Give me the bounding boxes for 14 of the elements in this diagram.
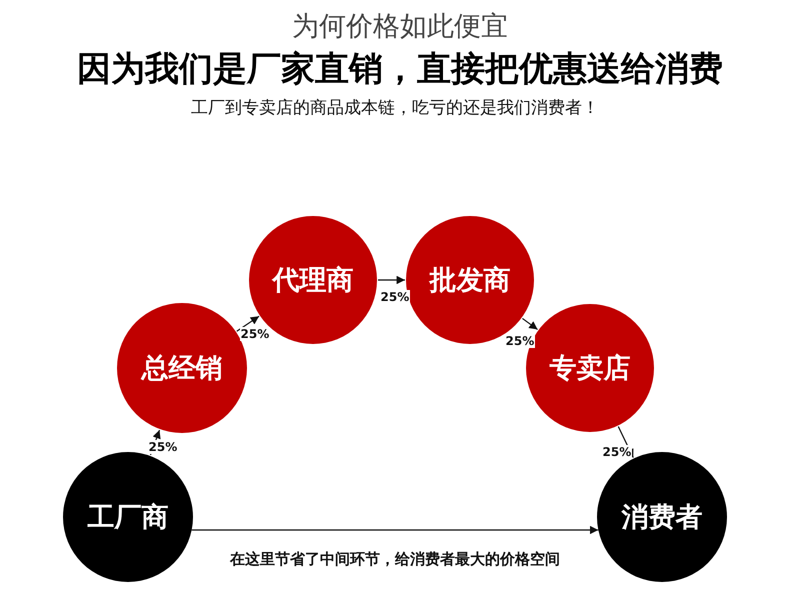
edge-label: 在这里节省了中间环节，给消费者最大的价格空间: [229, 550, 561, 569]
heading: 因为我们是厂家直销，直接把优惠送给消费: [77, 48, 723, 91]
arrow: [236, 316, 260, 332]
subtitle: 工厂到专卖店的商品成本链，吃亏的还是我们消费者！: [191, 97, 599, 119]
edge-label: 25%: [380, 290, 410, 304]
arrow: [378, 276, 405, 284]
edge-label: 25%: [148, 440, 178, 454]
edge-label: 25%: [504, 334, 536, 348]
arrow: [522, 318, 538, 330]
edge-label: 25%: [240, 327, 270, 341]
edge-label: 25%: [602, 445, 632, 459]
arrow: [192, 526, 598, 534]
title: 为何价格如此便宜: [292, 10, 508, 44]
circle-node: 工厂商: [63, 452, 193, 582]
